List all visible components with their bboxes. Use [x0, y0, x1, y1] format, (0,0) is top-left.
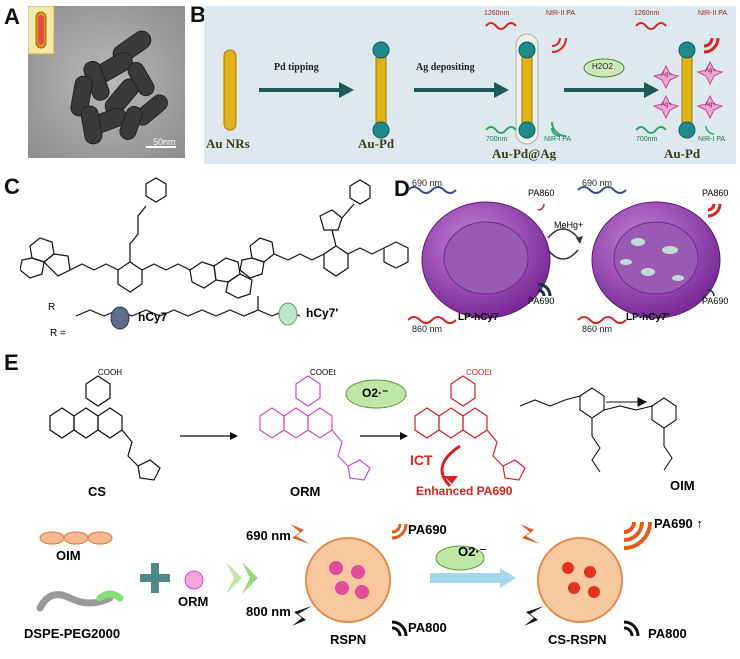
- e-enhanced-pa690: Enhanced PA690: [416, 484, 513, 498]
- d-label-lp-hcy7-prime: LP-hCy7': [626, 312, 669, 323]
- d-pa690-b: PA690: [702, 296, 729, 306]
- panel-c-letter: C: [4, 174, 20, 199]
- panel-e-top-drawing: [49, 375, 677, 488]
- nir2-pa-a: NIR-II PA: [546, 10, 576, 17]
- e-superoxide: O2·⁻: [362, 386, 389, 400]
- light-1260-a: 1260nm: [484, 10, 510, 17]
- e-bottom-pa690: PA690: [408, 522, 447, 537]
- ag-ion-2: Ag+: [705, 68, 716, 74]
- light-700-b: 700nm: [636, 136, 658, 143]
- d-wl-690-b: 690 nm: [582, 178, 613, 188]
- e-bottom-pa800-b: PA800: [648, 626, 687, 641]
- d-reagent: MeHg+: [554, 220, 584, 230]
- tem-micrograph: [27, 5, 185, 158]
- ag-ion-3: Ag+: [661, 102, 672, 108]
- panel-d-letter: D: [394, 176, 410, 201]
- d-wl-690-a: 690 nm: [412, 178, 443, 188]
- e-cooet-2: COOEt: [466, 368, 492, 377]
- e-bottom-cs-rspn: CS-RSPN: [548, 632, 607, 647]
- e-bottom-800nm: 800 nm: [246, 604, 291, 619]
- panel-c-drawing: [19, 177, 409, 330]
- panel-a-tem-image: 50nm: [27, 5, 185, 158]
- d-pa860-a: PA860: [528, 188, 555, 198]
- label-r-eq: R =: [50, 328, 66, 339]
- arrow-label-ag-depositing: Ag depositing: [416, 62, 475, 73]
- label-au-pd-final: Au-Pd: [664, 146, 701, 161]
- panel-b-scheme: Au NRs Au-Pd Au-Pd@Ag Au-Pd Pd tipping A…: [204, 6, 736, 164]
- d-wl-860-b: 860 nm: [582, 324, 613, 334]
- panel-b-letter: B: [190, 2, 206, 27]
- e-bottom-pa800: PA800: [408, 620, 447, 635]
- panel-e-letter: E: [4, 350, 19, 375]
- e-label-oim: OIM: [670, 478, 695, 493]
- arrow-label-pd-tipping: Pd tipping: [274, 62, 319, 73]
- panel-d-drawing: [407, 186, 722, 324]
- label-hcy7-prime: hCy7': [306, 306, 339, 320]
- d-label-lp-hcy7: LP-hCy7: [458, 312, 499, 323]
- label-hcy7: hCy7: [138, 310, 168, 324]
- label-au-pd-ag: Au-Pd@Ag: [492, 146, 557, 161]
- d-pa860-b: PA860: [702, 188, 729, 198]
- panel-e-top: COOH COOEt COOEt O2·⁻ ICT Enhanced PA690…: [20, 356, 736, 506]
- label-au-pd: Au-Pd: [358, 136, 395, 151]
- label-au-nrs: Au NRs: [206, 136, 250, 151]
- e-bottom-oim: OIM: [56, 548, 81, 563]
- light-1260-b: 1260nm: [634, 10, 660, 17]
- e-bottom-dspe: DSPE-PEG2000: [24, 626, 121, 641]
- e-cooet-1: COOEt: [310, 368, 336, 377]
- ag-ion-1: Ag+: [661, 72, 672, 78]
- nir1-pa-a: NIR-I PA: [544, 136, 572, 143]
- d-pa690-a: PA690: [528, 296, 555, 306]
- scale-bar-label: 50nm: [153, 137, 176, 147]
- e-label-orm: ORM: [290, 484, 321, 499]
- e-bottom-orm: ORM: [178, 594, 209, 609]
- arrow-label-h2o2: H2O2: [592, 62, 613, 71]
- d-wl-860-a: 860 nm: [412, 324, 443, 334]
- label-r-1: R: [48, 302, 56, 313]
- panel-c-structures: hCy7 hCy7' R R =: [19, 176, 410, 339]
- e-bottom-superoxide: O2·⁻: [458, 544, 487, 559]
- light-700-a: 700nm: [486, 136, 508, 143]
- e-bottom-pa690-up: PA690 ↑: [654, 516, 703, 531]
- panel-a-letter: A: [4, 4, 20, 29]
- e-bottom-rspn: RSPN: [330, 632, 367, 647]
- ag-ion-4: Ag+: [705, 102, 716, 108]
- panel-b-drawing: [223, 22, 724, 145]
- panel-d-scheme: 690 nm 860 nm 690 nm 860 nm PA860 PA690 …: [407, 178, 738, 340]
- e-label-cs: CS: [88, 484, 107, 499]
- nir2-pa-b: NIR-II PA: [698, 10, 728, 17]
- panel-e-bottom: OIM ORM DSPE-PEG2000 690 nm 800 nm PA690…: [20, 508, 736, 654]
- e-cooh: COOH: [98, 368, 122, 377]
- e-ict: ICT: [410, 452, 433, 468]
- panel-e-bottom-drawing: [36, 521, 652, 637]
- e-bottom-690nm: 690 nm: [246, 528, 291, 543]
- nir1-pa-b: NIR-I PA: [698, 136, 726, 143]
